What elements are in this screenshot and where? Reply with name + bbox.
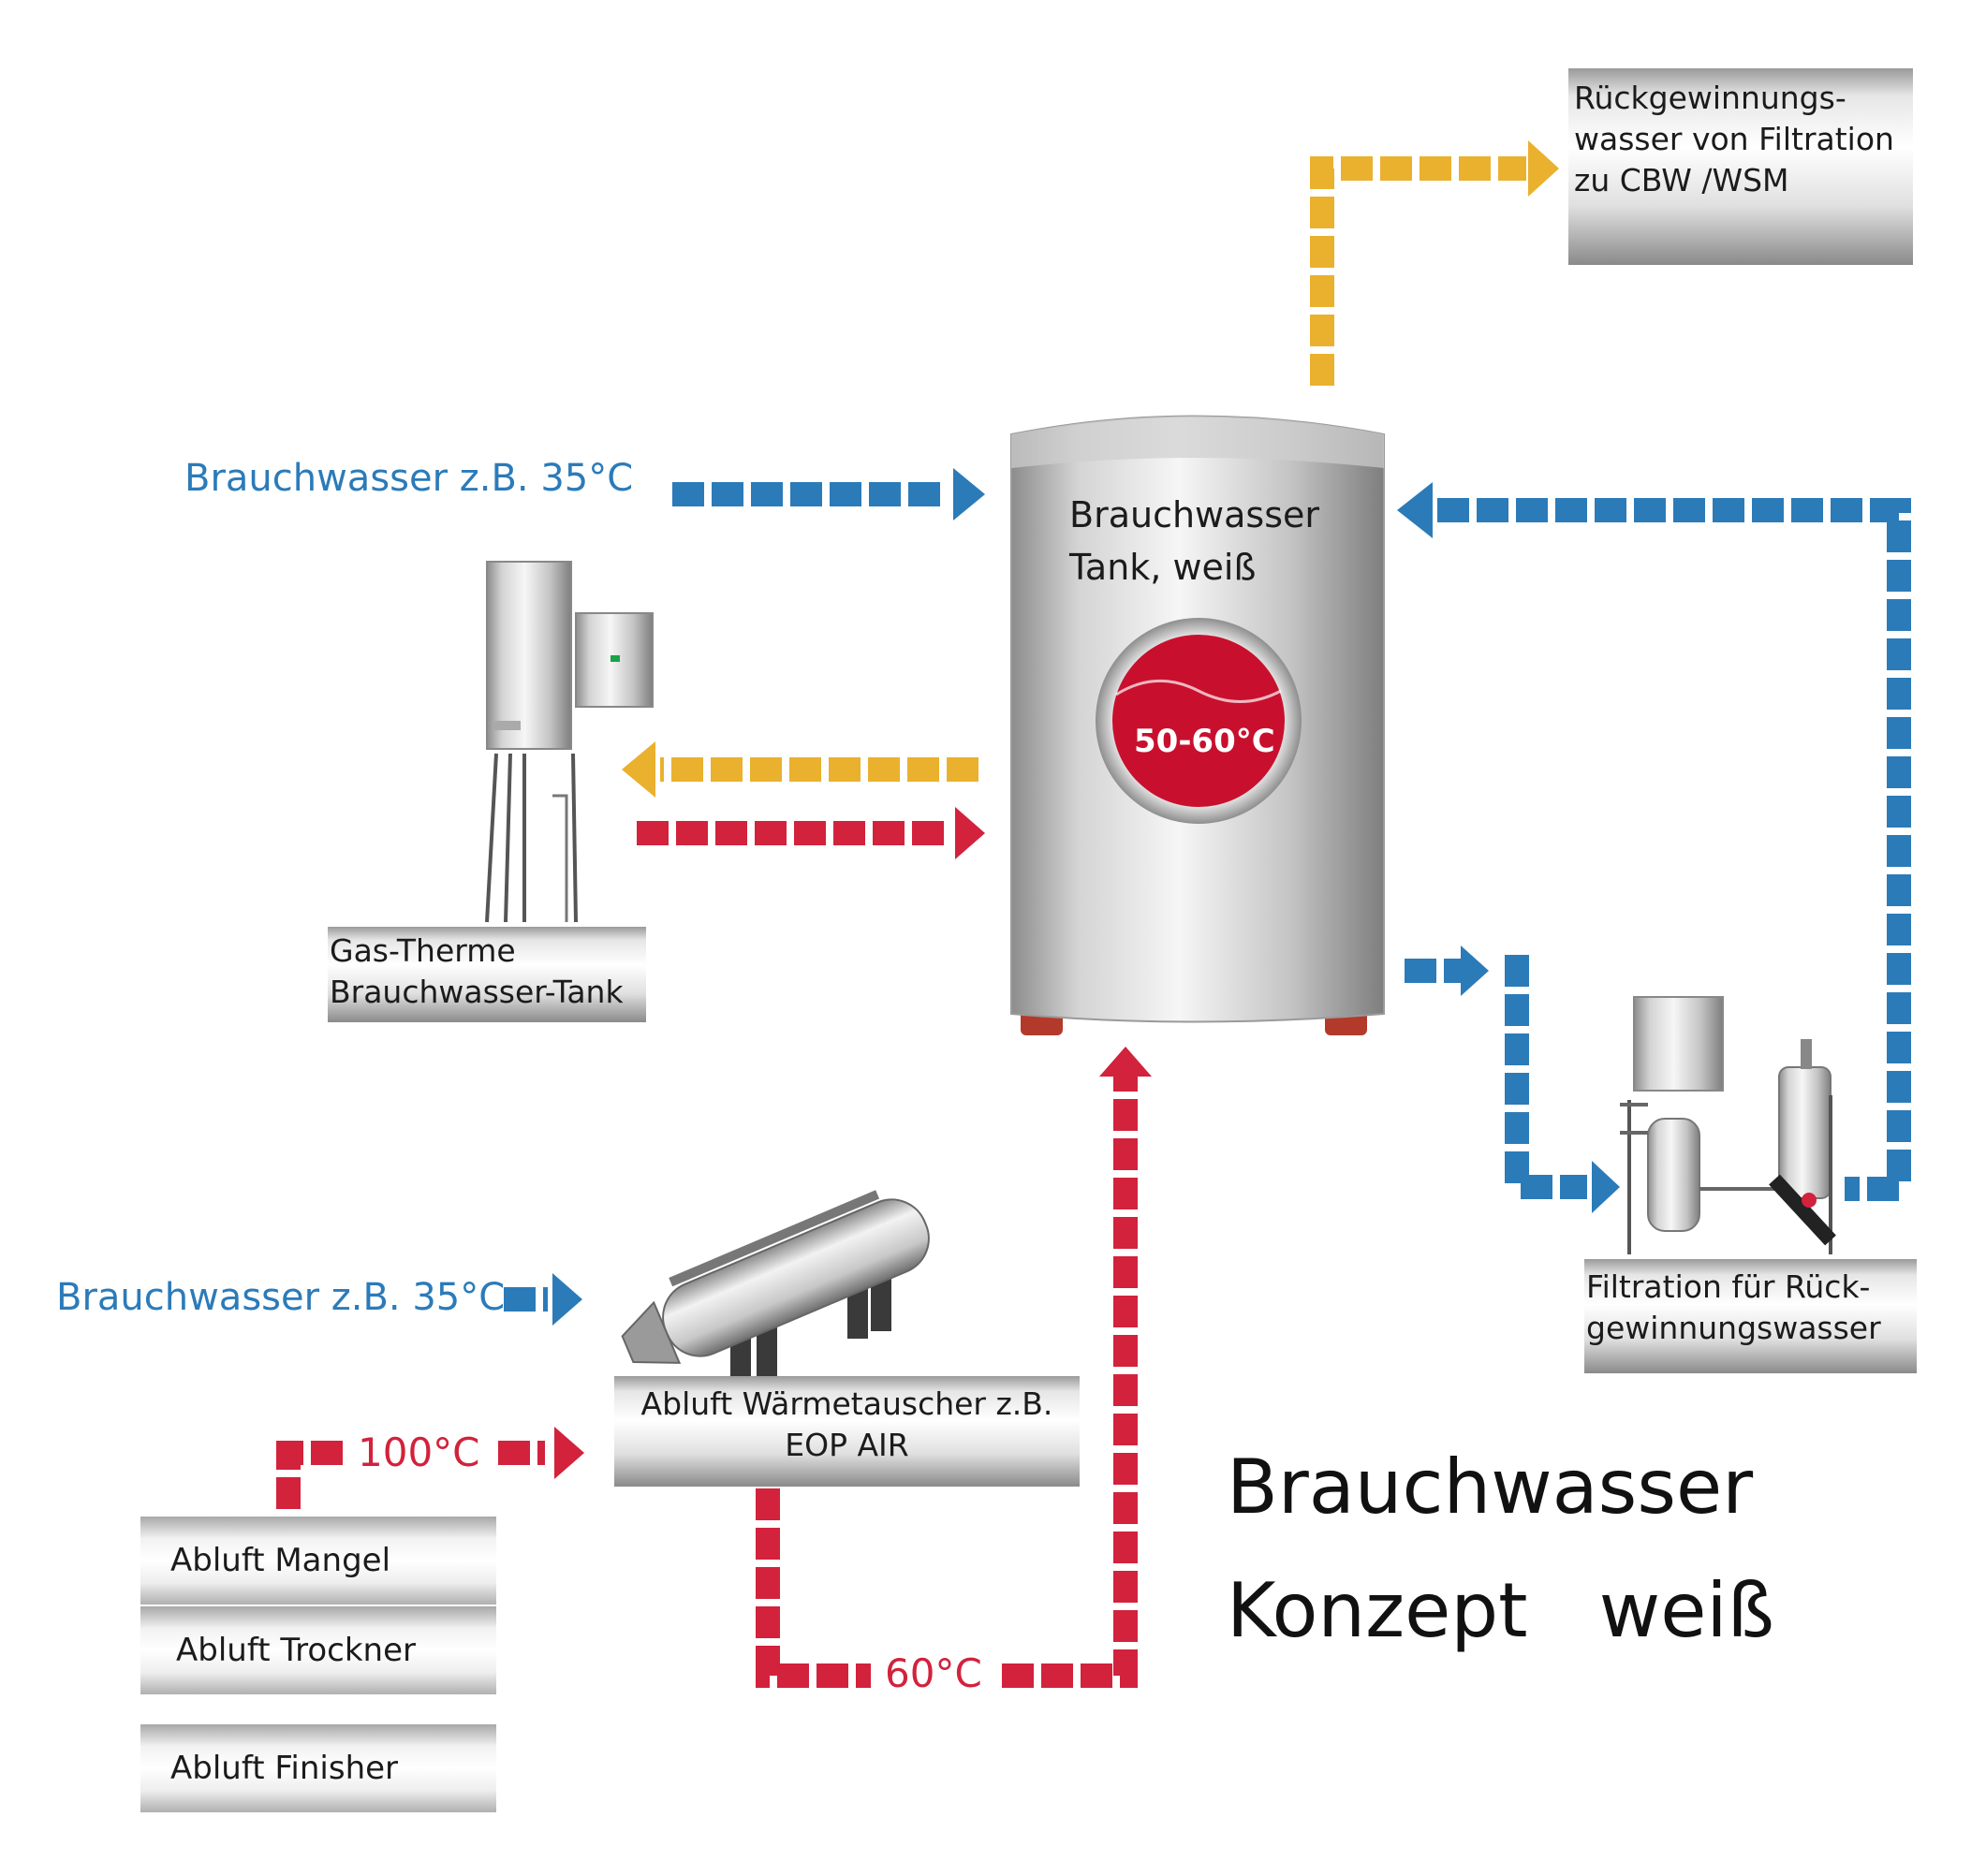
arrow-right-icon	[1461, 945, 1489, 996]
heat-exchanger-icon	[621, 1190, 930, 1395]
tank-lid-icon	[1011, 416, 1384, 468]
gauge-wave-icon	[1115, 680, 1282, 703]
concept-title-line2: Konzept weiß	[1227, 1567, 1775, 1654]
heat-exchanger-line: EOP AIR	[785, 1427, 909, 1463]
gas-heater-line: Gas-Therme	[330, 932, 516, 969]
blue-flow-lines	[504, 482, 1911, 1312]
exhaust-source-finisher: Abluft Finisher	[140, 1724, 496, 1812]
arrow-right-icon	[552, 1273, 582, 1326]
recovery-water-box: Rückgewinnungs- wasser von Filtration zu…	[1568, 68, 1913, 265]
temp-label-return: 60°C	[885, 1650, 982, 1696]
arrow-left-icon	[622, 741, 655, 798]
arrow-right-icon	[953, 468, 985, 520]
heat-return-pipe-left	[756, 1488, 871, 1688]
gas-heater-icon	[485, 561, 654, 923]
yellow-flow-lines	[660, 156, 1526, 782]
heat-exchanger-box: Abluft Wärmetauscher z.B. EOP AIR	[614, 1376, 1080, 1487]
filtration-box: Filtration für Rück- gewinnungswasser	[1584, 1259, 1917, 1373]
filtration-line: Filtration für Rück-	[1586, 1268, 1871, 1305]
filtration-unit-icon	[1620, 996, 1836, 1254]
recovery-water-line: wasser von Filtration	[1574, 121, 1894, 157]
recovery-loop-pipe	[1437, 498, 1911, 1201]
tank-label-line1: Brauchwasser	[1069, 494, 1320, 535]
filtration-line: gewinnungswasser	[1586, 1310, 1881, 1346]
gas-heater-box: Gas-Therme Brauchwasser-Tank	[328, 927, 646, 1022]
recovery-return-pipe	[1310, 156, 1526, 386]
exhaust-source-mangel: Abluft Mangel	[140, 1517, 496, 1605]
tank-label-line2: Tank, weiß	[1069, 547, 1257, 588]
arrow-right-icon	[1528, 140, 1559, 197]
blue-arrowheads	[552, 468, 1620, 1326]
tank-label: Brauchwasser Tank, weiß	[1069, 489, 1319, 594]
supply-label-top: Brauchwasser z.B. 35°C	[184, 457, 634, 500]
red-flow-lines	[276, 821, 1138, 1688]
exhaust-source-trockner: Abluft Trockner	[140, 1606, 496, 1694]
arrow-left-icon	[1397, 482, 1433, 538]
concept-title: Brauchwasser Konzept weiß	[1227, 1426, 1774, 1673]
red-arrowheads	[554, 807, 1152, 1479]
arrow-right-icon	[1592, 1161, 1620, 1213]
concept-title-line1: Brauchwasser	[1227, 1444, 1754, 1531]
heat-exchanger-line: Abluft Wärmetauscher z.B.	[640, 1385, 1053, 1422]
recovery-water-line: Rückgewinnungs-	[1574, 80, 1846, 116]
tank-temperature-gauge: 50-60°C	[1134, 723, 1275, 760]
exhaust-source-pipe	[276, 1441, 348, 1509]
arrow-right-icon	[955, 807, 985, 859]
gas-heater-line: Brauchwasser-Tank	[330, 974, 624, 1010]
arrow-right-icon	[554, 1427, 584, 1479]
supply-label-bottom: Brauchwasser z.B. 35°C	[56, 1276, 506, 1319]
filtration-feed-pipe	[1505, 955, 1587, 1199]
hot-water-tank	[1010, 415, 1385, 1035]
arrow-up-icon	[1099, 1047, 1152, 1077]
yellow-arrowheads	[622, 140, 1559, 798]
temp-label-exhaust: 100°C	[358, 1429, 480, 1475]
recovery-water-line: zu CBW /WSM	[1574, 162, 1789, 198]
gauge-face-icon	[1112, 635, 1285, 807]
heat-return-pipe-right	[1002, 1077, 1138, 1688]
